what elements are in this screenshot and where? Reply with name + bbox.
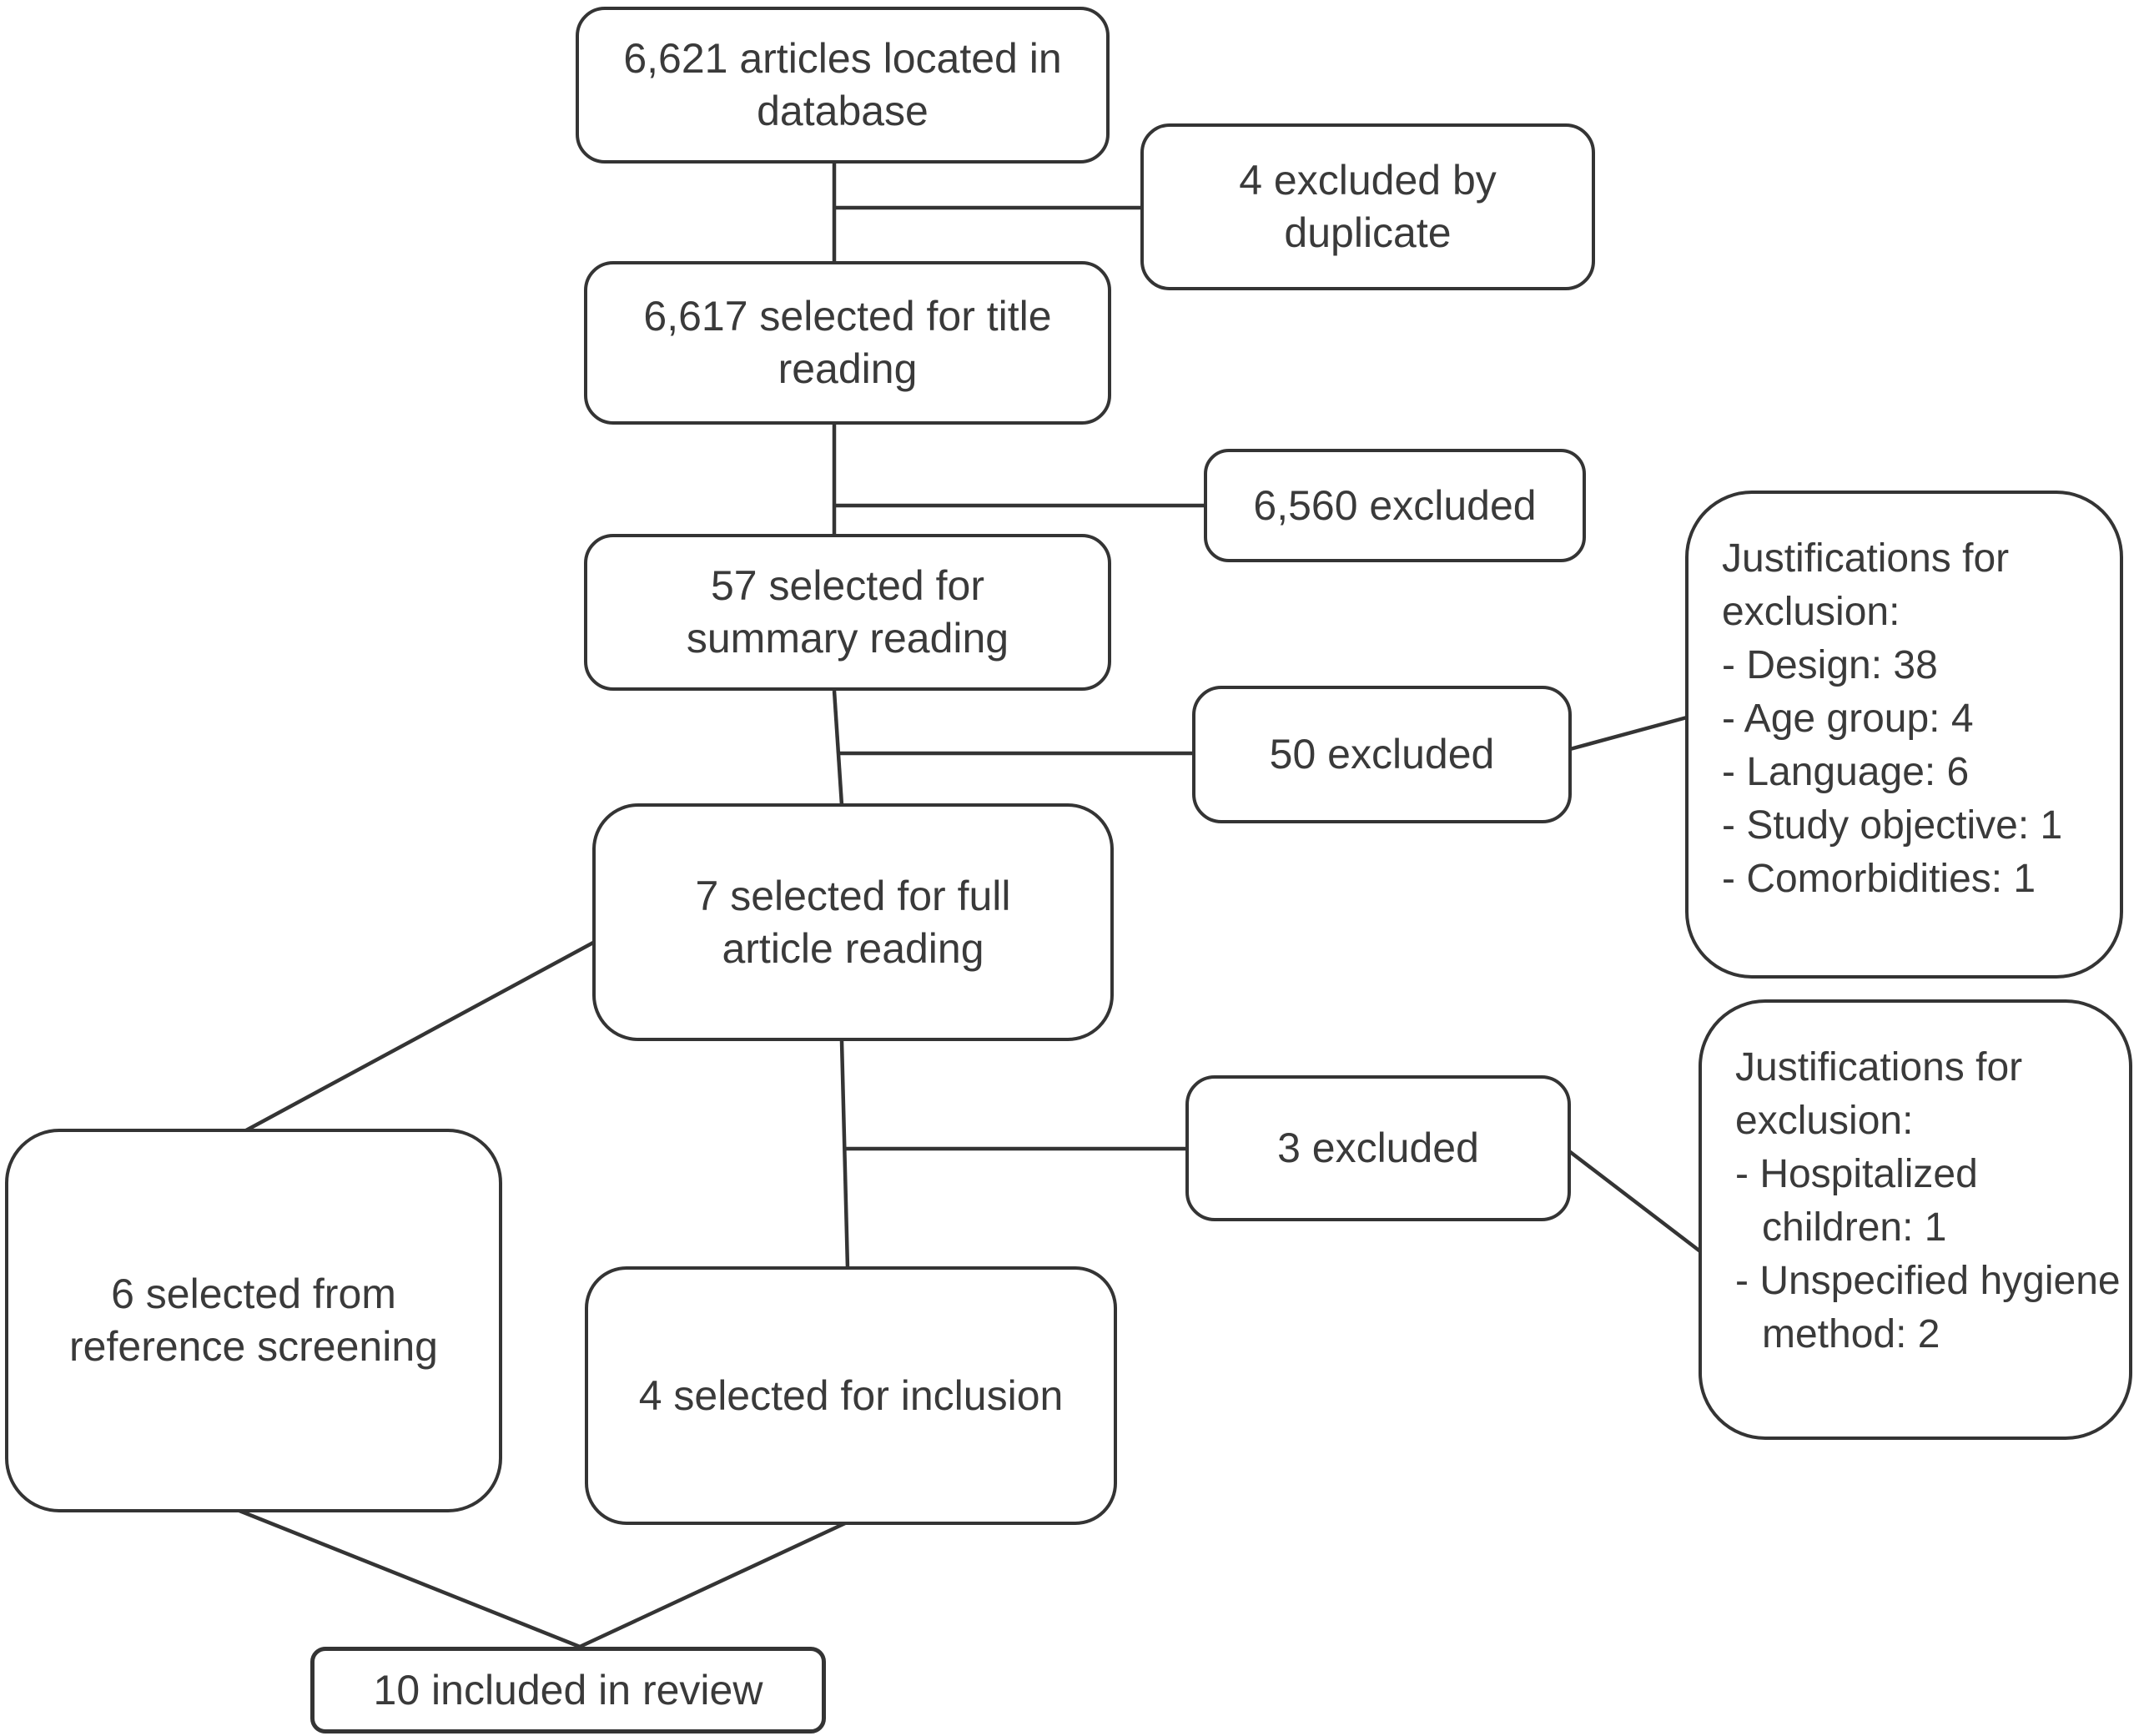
justification-item: - Design: 38 <box>1722 643 1938 687</box>
node-excluded-by-duplicate: 4 excluded by duplicate <box>1140 123 1595 290</box>
justification-item: - Age group: 4 <box>1722 697 1974 741</box>
justification-item: - Comorbidities: 1 <box>1722 857 2036 901</box>
node-excluded-50: 50 excluded <box>1192 686 1572 823</box>
node-selected-summary-reading: 57 selected for summary reading <box>584 534 1111 691</box>
node-selected-title-reading: 6,617 selected for title reading <box>584 261 1111 425</box>
node-excluded-3: 3 excluded <box>1185 1075 1571 1221</box>
connector-full-to-reference <box>244 941 595 1132</box>
connector-summary-to-full <box>832 690 844 806</box>
justification-item: - Study objective: 1 <box>1722 803 2063 848</box>
node-label: 6 selected from reference screening <box>69 1271 438 1370</box>
node-label: 10 included in review <box>373 1666 763 1713</box>
justifications-title: Justifications for exclusion: <box>1735 1045 2023 1143</box>
node-included-in-review: 10 included in review <box>310 1647 826 1733</box>
connector-full-to-inclusion <box>839 1040 850 1269</box>
node-selected-for-inclusion: 4 selected for inclusion <box>585 1266 1117 1525</box>
node-selected-full-article-reading: 7 selected for full article reading <box>592 803 1114 1041</box>
node-label: 50 excluded <box>1269 731 1495 777</box>
node-selected-reference-screening: 6 selected from reference screening <box>5 1129 502 1512</box>
connector-50-to-justifications <box>1569 715 1688 752</box>
node-excluded-6560: 6,560 excluded <box>1204 449 1586 562</box>
justifications-content: Justifications for exclusion: - Design: … <box>1689 494 2120 906</box>
node-label: 4 excluded by duplicate <box>1239 157 1497 256</box>
node-label: 6,617 selected for title reading <box>643 293 1052 392</box>
connector-3-to-justifications <box>1568 1150 1702 1253</box>
justifications-content: Justifications for exclusion: - Hospital… <box>1702 1003 2129 1361</box>
connector-inclusion-to-review <box>579 1521 846 1649</box>
justification-item: - Unspecified hygiene method: 2 <box>1735 1259 2121 1356</box>
node-label: 6,621 articles located in database <box>623 35 1062 134</box>
node-label: 6,560 excluded <box>1253 481 1537 529</box>
node-label: 4 selected for inclusion <box>638 1371 1064 1419</box>
node-label: 57 selected for summary reading <box>686 562 1009 662</box>
justifications-box-50-excluded: Justifications for exclusion: - Design: … <box>1685 491 2123 979</box>
node-label: 3 excluded <box>1277 1125 1479 1171</box>
node-articles-located-database: 6,621 articles located in database <box>576 7 1110 164</box>
justifications-box-3-excluded: Justifications for exclusion: - Hospital… <box>1699 999 2132 1440</box>
justifications-title: Justifications for exclusion: <box>1722 536 2010 634</box>
node-label: 7 selected for full article reading <box>695 872 1011 972</box>
connector-reference-to-review <box>239 1508 581 1649</box>
justification-item: - Language: 6 <box>1722 750 1970 794</box>
justification-item: - Hospitalized children: 1 <box>1735 1152 1978 1250</box>
